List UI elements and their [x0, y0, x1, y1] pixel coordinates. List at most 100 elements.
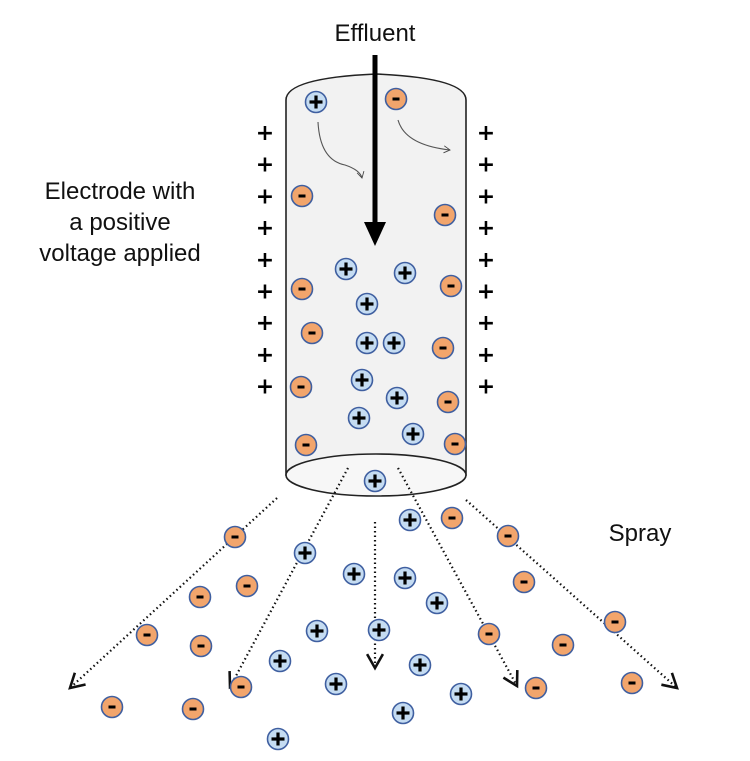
minus-sign-icon: [439, 346, 447, 350]
plus-sign-icon: [314, 95, 318, 109]
cation: [304, 90, 328, 114]
electrode-label-line: voltage applied: [39, 240, 201, 267]
minus-sign-icon: [532, 686, 540, 690]
anion-drift-arrow: [397, 119, 451, 154]
minus-sign-icon: [243, 584, 251, 588]
plus-sign-icon: [278, 654, 282, 668]
minus-sign-icon: [504, 534, 512, 538]
anion: [431, 336, 455, 360]
electrode-positive-charge: +: [256, 248, 274, 273]
cation: [350, 368, 374, 392]
anion: [181, 697, 205, 721]
cation: [293, 541, 317, 565]
cation: [401, 422, 425, 446]
electrode-positive-charge: +: [256, 280, 274, 305]
anion: [289, 375, 313, 399]
anion: [223, 525, 247, 549]
spray-trajectories: [68, 467, 679, 690]
plus-sign-icon: [344, 262, 348, 276]
minus-sign-icon: [197, 644, 205, 648]
electrode-positive-charge: +: [477, 311, 495, 336]
electrode-positive-charge: +: [256, 216, 274, 241]
plus-sign-icon: [418, 658, 422, 672]
anion: [477, 622, 501, 646]
cation: [268, 649, 292, 673]
anion: [439, 274, 463, 298]
electrode-charges-right: +++++++++: [477, 121, 495, 400]
plus-sign-icon: [377, 623, 381, 637]
plus-sign-icon: [459, 687, 463, 701]
cation: [391, 701, 415, 725]
anion: [440, 506, 464, 530]
plus-sign-icon: [365, 336, 369, 350]
electrode-positive-charge: +: [477, 121, 495, 146]
electrode-positive-charge: +: [256, 121, 274, 146]
minus-sign-icon: [447, 284, 455, 288]
spray-label: Spray: [608, 520, 672, 547]
cation-drift-arrow: [317, 121, 365, 179]
electrode-positive-charge: +: [477, 248, 495, 273]
electrode-positive-charge: +: [477, 153, 495, 178]
electrode-positive-charge: +: [477, 184, 495, 209]
minus-sign-icon: [302, 443, 310, 447]
plus-sign-icon: [403, 266, 407, 280]
cation: [382, 331, 406, 355]
cation: [324, 672, 348, 696]
electrode-label-line: a positive: [69, 209, 171, 236]
anion: [290, 277, 314, 301]
anion: [294, 433, 318, 457]
minus-sign-icon: [611, 620, 619, 624]
anion: [551, 633, 575, 657]
minus-sign-icon: [308, 331, 316, 335]
anion: [443, 432, 467, 456]
electrode-positive-charge: +: [256, 311, 274, 336]
minus-sign-icon: [298, 287, 306, 291]
plus-sign-icon: [403, 571, 407, 585]
electrode-positive-charge: +: [256, 375, 274, 400]
anion: [229, 675, 253, 699]
anion: [384, 87, 408, 111]
electrode-positive-charge: +: [256, 184, 274, 209]
minus-sign-icon: [108, 705, 116, 709]
electrode-charges-left: + + + + + + + + +: [256, 121, 274, 400]
spray-trajectory: [228, 467, 349, 690]
anion: [300, 321, 324, 345]
electrode-positive-charge: +: [256, 343, 274, 368]
ions: [100, 87, 644, 751]
cation: [305, 619, 329, 643]
capillary-cylinder: [285, 73, 467, 497]
effluent-flow-arrow: [364, 55, 386, 246]
effluent-label: Effluent: [334, 20, 416, 47]
anion: [290, 184, 314, 208]
cation: [385, 386, 409, 410]
minus-sign-icon: [444, 400, 452, 404]
anion: [135, 623, 159, 647]
minus-sign-icon: [559, 643, 567, 647]
plus-sign-icon: [360, 373, 364, 387]
spray-trajectory: [397, 467, 519, 689]
electrode-positive-charge: +: [256, 153, 274, 178]
anion: [620, 671, 644, 695]
anion: [603, 610, 627, 634]
minus-sign-icon: [231, 535, 239, 539]
cation: [347, 406, 371, 430]
plus-sign-icon: [435, 596, 439, 610]
cation: [355, 331, 379, 355]
cation: [266, 727, 290, 751]
cation: [342, 562, 366, 586]
minus-sign-icon: [298, 194, 306, 198]
cation: [355, 292, 379, 316]
minus-sign-icon: [189, 707, 197, 711]
minus-sign-icon: [143, 633, 151, 637]
anion: [433, 203, 457, 227]
plus-sign-icon: [392, 336, 396, 350]
cylinder-body: [285, 73, 467, 476]
cation: [449, 682, 473, 706]
plus-sign-icon: [334, 677, 338, 691]
minus-sign-icon: [520, 580, 528, 584]
plus-sign-icon: [276, 732, 280, 746]
anion: [235, 574, 259, 598]
anion: [496, 524, 520, 548]
anion: [524, 676, 548, 700]
